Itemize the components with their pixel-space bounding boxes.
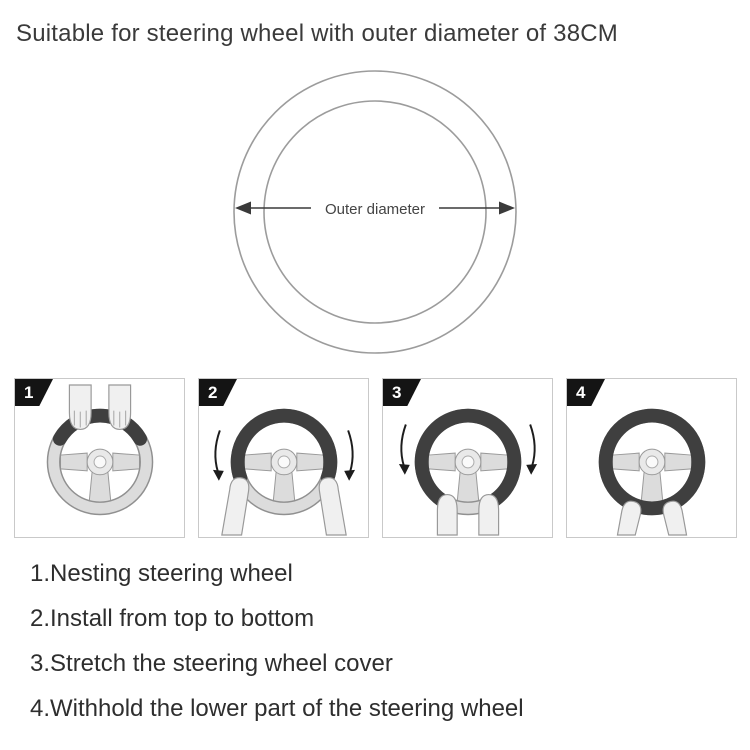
step-panel-3: 3 bbox=[382, 378, 553, 538]
step-3-illustration bbox=[398, 408, 537, 536]
arrowhead-down-right bbox=[525, 463, 537, 475]
arrowhead-down-right bbox=[343, 469, 355, 481]
arrowhead-down-left bbox=[398, 463, 410, 475]
inner-ring-circle bbox=[263, 100, 487, 324]
diameter-arrow: Outer diameter bbox=[235, 195, 515, 221]
hands bbox=[436, 493, 499, 536]
step-panel-1: 1 bbox=[14, 378, 185, 538]
page-title: Suitable for steering wheel with outer d… bbox=[16, 20, 618, 47]
step-2-illustration bbox=[212, 408, 355, 536]
step-4-illustration bbox=[598, 408, 705, 536]
ring-illustration: Outer diameter bbox=[233, 70, 517, 354]
wheel-cover bbox=[52, 408, 147, 446]
arrowhead-left bbox=[235, 201, 251, 215]
wheel-cover bbox=[598, 408, 705, 516]
diameter-label: Outer diameter bbox=[325, 201, 425, 218]
outer-ring-circle bbox=[233, 70, 517, 354]
finger-lines bbox=[73, 410, 126, 428]
step-1-illustration bbox=[46, 384, 153, 516]
hands bbox=[220, 477, 347, 536]
hands bbox=[68, 384, 131, 431]
wheel-cover bbox=[230, 408, 337, 485]
instruction-line-3: 3.Stretch the steering wheel cover bbox=[30, 650, 393, 677]
direction-arrows bbox=[399, 424, 536, 467]
arrowhead-down-left bbox=[212, 469, 224, 481]
arrowhead-right bbox=[499, 201, 515, 215]
instruction-line-1: 1.Nesting steering wheel bbox=[30, 560, 293, 587]
instruction-line-4: 4.Withhold the lower part of the steerin… bbox=[30, 695, 524, 722]
instruction-line-2: 2.Install from top to bottom bbox=[30, 605, 315, 632]
outer-diameter-diagram: Outer diameter bbox=[229, 64, 521, 365]
instruction-list: 1.Nesting steering wheel 2.Install from … bbox=[30, 560, 740, 740]
installation-steps: 1 2 bbox=[14, 378, 737, 538]
hands bbox=[616, 500, 687, 536]
step-panel-2: 2 bbox=[198, 378, 369, 538]
step-panel-4: 4 bbox=[566, 378, 737, 538]
wheel-cover bbox=[414, 408, 521, 507]
direction-arrows bbox=[213, 430, 354, 473]
